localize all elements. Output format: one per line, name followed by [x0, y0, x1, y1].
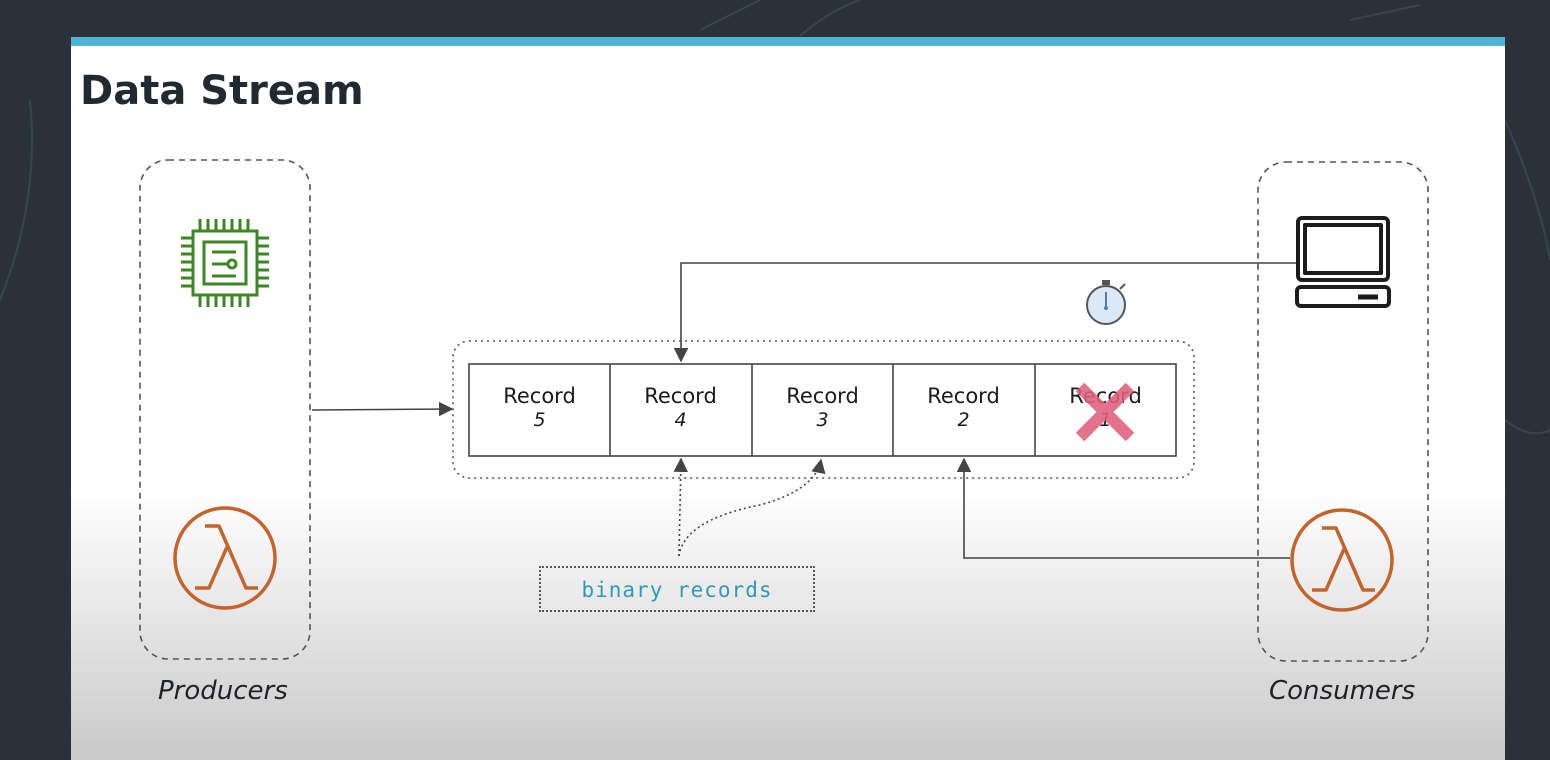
record-3: Record 3 — [752, 364, 893, 456]
slide-title: Data Stream — [80, 68, 364, 114]
producer-arrow — [311, 401, 454, 417]
record-label: Record — [786, 384, 859, 408]
record-label: Record — [644, 384, 717, 408]
lambda-icon — [1290, 508, 1394, 612]
binary-pointer-record-3 — [678, 458, 826, 557]
consumers-group — [1257, 161, 1429, 662]
producers-label: Producers — [158, 676, 288, 706]
record-2: Record 2 — [893, 364, 1034, 456]
binary-pointer-record-4 — [673, 457, 688, 557]
lambda-consumer-arrow — [956, 457, 1290, 559]
record-number: 5 — [533, 409, 546, 431]
record-4: Record 4 — [610, 364, 751, 456]
stopwatch-icon — [1086, 280, 1126, 325]
record-label: Record — [927, 384, 1000, 408]
record-number: 2 — [957, 409, 970, 431]
record-label: Record — [503, 384, 576, 408]
binary-records-label: binary records — [539, 566, 815, 612]
record-number: 3 — [816, 409, 829, 431]
laptop-consumer-arrow — [673, 262, 1296, 363]
record-cells — [468, 363, 1177, 457]
lambda-icon — [173, 506, 277, 610]
x-mark-icon — [1075, 382, 1135, 442]
producers-group — [139, 159, 311, 660]
record-5: Record 5 — [469, 364, 610, 456]
consumers-label: Consumers — [1269, 676, 1416, 706]
laptop-icon — [1295, 216, 1391, 308]
record-number: 4 — [674, 409, 687, 431]
chip-icon — [181, 219, 269, 307]
